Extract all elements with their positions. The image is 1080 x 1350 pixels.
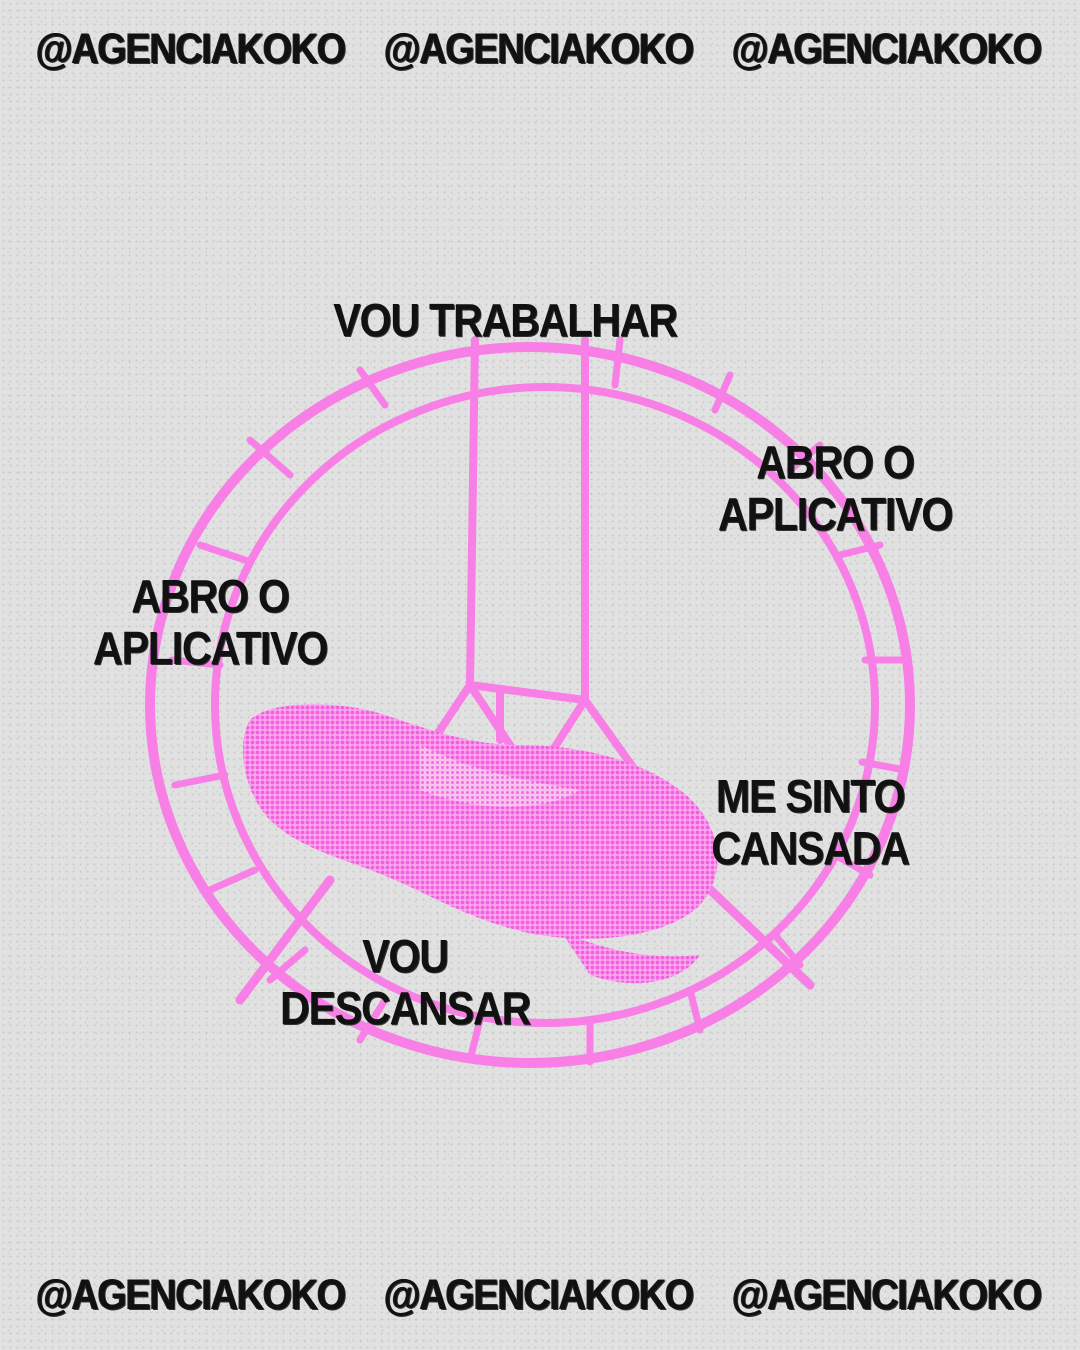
label-line: ABRO O — [756, 436, 915, 488]
handle-text: @AGENCIAKOKO — [36, 1271, 346, 1319]
header-handles: @AGENCIAKOKO @AGENCIAKOKO @AGENCIAKOKO — [0, 20, 1080, 80]
label-line: VOU — [362, 930, 449, 982]
cycle-label-tired: ME SINTO CANSADA — [693, 770, 927, 874]
cycle-label-open-app-left: ABRO O APLICATIVO — [84, 570, 336, 674]
cycle-label-rest: VOU DESCANSAR — [266, 930, 545, 1034]
label-line: DESCANSAR — [279, 982, 531, 1034]
label-line: ME SINTO — [715, 770, 906, 822]
cycle-label-open-app-right: ABRO O APLICATIVO — [705, 436, 966, 540]
cycle-label-work: VOU TRABALHAR — [321, 294, 690, 346]
footer-handles: @AGENCIAKOKO @AGENCIAKOKO @AGENCIAKOKO — [0, 1266, 1080, 1326]
handle-text: @AGENCIAKOKO — [384, 25, 694, 73]
label-line: APLICATIVO — [717, 488, 953, 540]
label-line: ABRO O — [131, 570, 290, 622]
hamster-wheel-icon — [145, 336, 915, 1068]
label-line: APLICATIVO — [92, 622, 328, 674]
handle-text: @AGENCIAKOKO — [732, 1271, 1042, 1319]
handle-text: @AGENCIAKOKO — [36, 25, 346, 73]
label-line: CANSADA — [711, 822, 910, 874]
handle-text: @AGENCIAKOKO — [384, 1271, 694, 1319]
handle-text: @AGENCIAKOKO — [732, 25, 1042, 73]
label-line: VOU TRABALHAR — [333, 294, 678, 346]
hamster-icon — [242, 704, 718, 984]
